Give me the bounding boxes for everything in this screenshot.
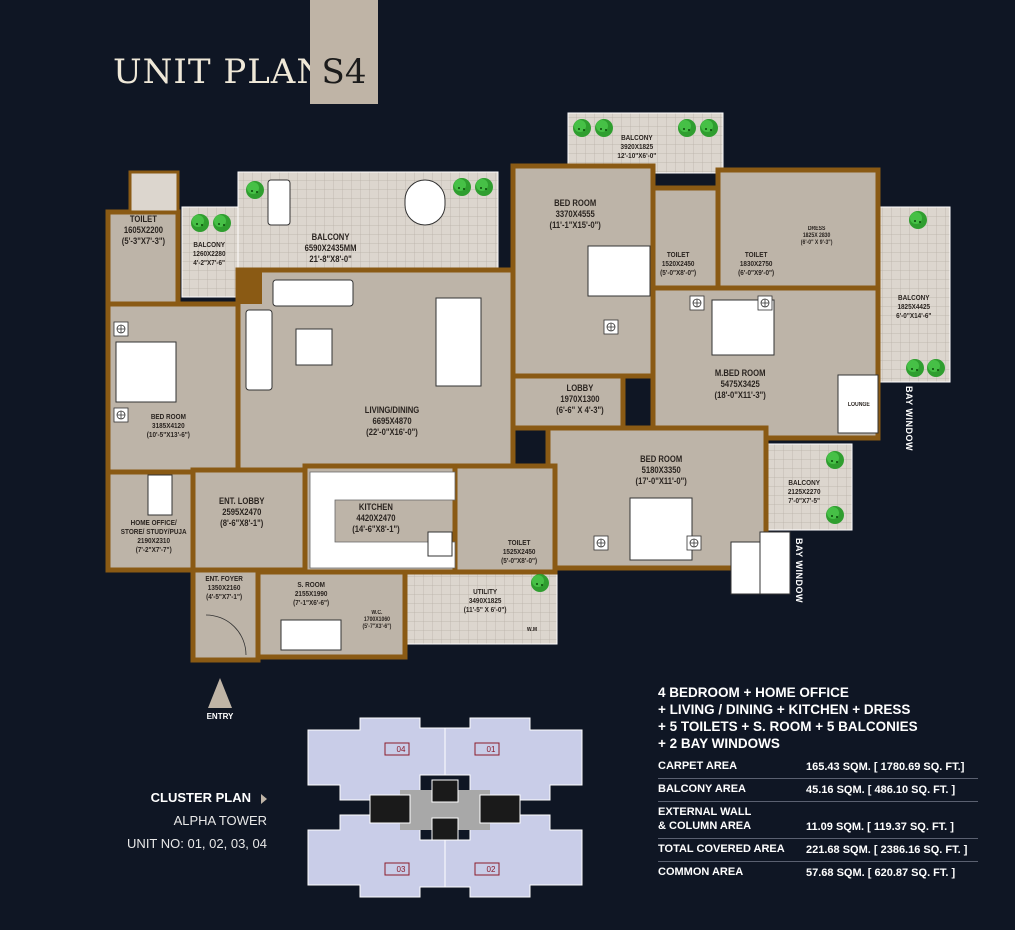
bay-window-label-1: BAY WINDOW: [904, 386, 914, 452]
entry-arrow-icon: [208, 678, 232, 708]
cluster-plan-info: CLUSTER PLAN ALPHA TOWER UNIT NO: 01, 02…: [127, 790, 267, 851]
room-label-lounge: LOUNGE: [847, 402, 870, 408]
washing-machine-label: W.M: [526, 627, 538, 633]
configuration-summary: 4 BEDROOM + HOME OFFICE + LIVING / DININ…: [658, 684, 918, 752]
unit-code-badge: S4: [310, 0, 378, 104]
cluster-plan-diagram: [307, 717, 583, 898]
summary-line: + LIVING / DINING + KITCHEN + DRESS: [658, 702, 911, 717]
cluster-plan-heading[interactable]: CLUSTER PLAN: [127, 790, 267, 805]
cluster-unit-tag-03: 03: [396, 865, 406, 874]
cluster-unit-tag-02: 02: [486, 865, 496, 874]
chevron-right-icon: [261, 793, 267, 804]
floor-plan: [105, 112, 951, 663]
room-label-wc: W.C.1700X1060(5'-7"X3'-6"): [362, 610, 392, 630]
unit-numbers: UNIT NO: 01, 02, 03, 04: [127, 836, 267, 851]
cluster-unit-tag-01: 01: [486, 745, 496, 754]
tower-name: ALPHA TOWER: [173, 813, 267, 828]
page-title: UNIT PLAN: [113, 52, 328, 92]
entry-label: ENTRY: [206, 712, 234, 721]
unit-code: S4: [321, 52, 367, 92]
bay-window-label-2: BAY WINDOW: [794, 538, 804, 604]
entry-marker: ENTRY: [200, 678, 240, 721]
summary-line: + 2 BAY WINDOWS: [658, 736, 780, 751]
cluster-unit-tag-04: 04: [396, 745, 406, 754]
summary-line: + 5 TOILETS + S. ROOM + 5 BALCONIES: [658, 719, 918, 734]
summary-line: 4 BEDROOM + HOME OFFICE: [658, 685, 849, 700]
